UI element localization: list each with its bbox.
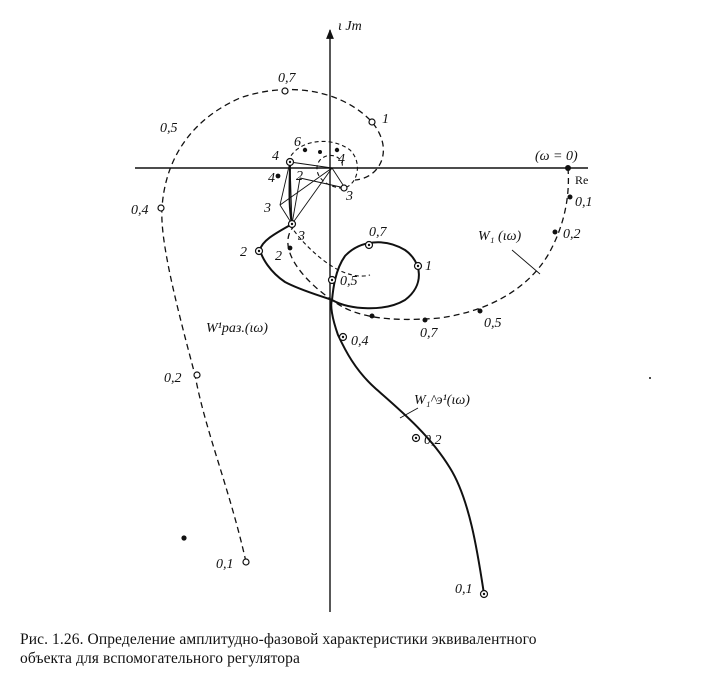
w1-label: 0,7: [278, 71, 297, 86]
w-e-label: 1: [425, 259, 432, 274]
w-e-point-centers: [181, 147, 651, 596]
w1-label: 0,1: [575, 195, 593, 210]
w-e-curve: [330, 299, 485, 595]
w-raz-point: [193, 371, 201, 379]
w-e-label: 0,7: [369, 225, 388, 240]
w-e-label: 0,5: [340, 274, 358, 289]
w1-point: [477, 308, 483, 314]
w-raz-label: 0,4: [131, 203, 149, 218]
w1-label: 0,7: [420, 326, 439, 341]
w-e-curve-label: W₁^э¹(ιω): [414, 393, 470, 408]
figure-caption: Рис. 1.26. Определение амплитудно-фазово…: [20, 630, 690, 668]
caption-line-2: объекта для вспомогательного регулятора: [20, 650, 300, 667]
real-axis-label: Re: [575, 173, 588, 187]
w-raz-points: [157, 87, 376, 566]
w1-leader: [511, 249, 541, 275]
inner-label: 2: [296, 169, 303, 184]
w-raz-label: 0,1: [216, 557, 234, 572]
w1-point: [552, 229, 558, 235]
w1-curve: [287, 167, 570, 321]
inner-label: 3: [345, 189, 353, 204]
w-raz-curve: [161, 88, 384, 563]
w-e-label: 0,2: [424, 433, 442, 448]
w1-label: 0,5: [160, 121, 178, 136]
inner-loop-curve-2: [289, 224, 371, 277]
inner-label: 6: [294, 135, 301, 150]
w1-curve-label: W₁ (ιω): [478, 229, 521, 244]
w-e-point: [340, 184, 348, 192]
construction-lines: [279, 161, 346, 225]
w-raz-point: [281, 87, 289, 95]
w1-point: [369, 313, 375, 319]
w-e-leader: [399, 407, 419, 419]
w-e-label: 0,4: [351, 334, 369, 349]
w-e-points: [254, 157, 489, 599]
omega-zero-label: (ω = 0): [535, 149, 578, 164]
inner-label: 3: [297, 229, 305, 244]
w1-point: [567, 194, 573, 200]
w-raz-point: [368, 118, 376, 126]
w1-label: 1: [382, 112, 389, 127]
inner-label: 2: [240, 245, 247, 260]
inner-label: 3: [263, 201, 271, 216]
w1-label: 0,5: [484, 316, 502, 331]
inner-loop-curve: [287, 140, 358, 189]
imag-axis-label: ι Jm: [338, 19, 362, 34]
w-raz-point: [157, 204, 165, 212]
axes: [135, 29, 588, 612]
w-e-loop: [331, 241, 420, 310]
w1-point: [565, 165, 571, 171]
caption-line-1: Рис. 1.26. Определение амплитудно-фазово…: [20, 631, 537, 648]
inner-label: 2: [275, 249, 282, 264]
inner-label: 4: [272, 149, 279, 164]
w-raz-label: 0,2: [164, 371, 182, 386]
inner-label: 4: [338, 152, 345, 167]
w1-label: 0,2: [563, 227, 581, 242]
w-raz-curve-label: W¹раз.(ιω): [206, 321, 268, 336]
w-raz-point: [242, 558, 250, 566]
w1-point: [422, 317, 428, 323]
w-e-label: 0,1: [455, 582, 473, 597]
w1-points: [369, 165, 573, 323]
inner-label: 4: [268, 171, 275, 186]
